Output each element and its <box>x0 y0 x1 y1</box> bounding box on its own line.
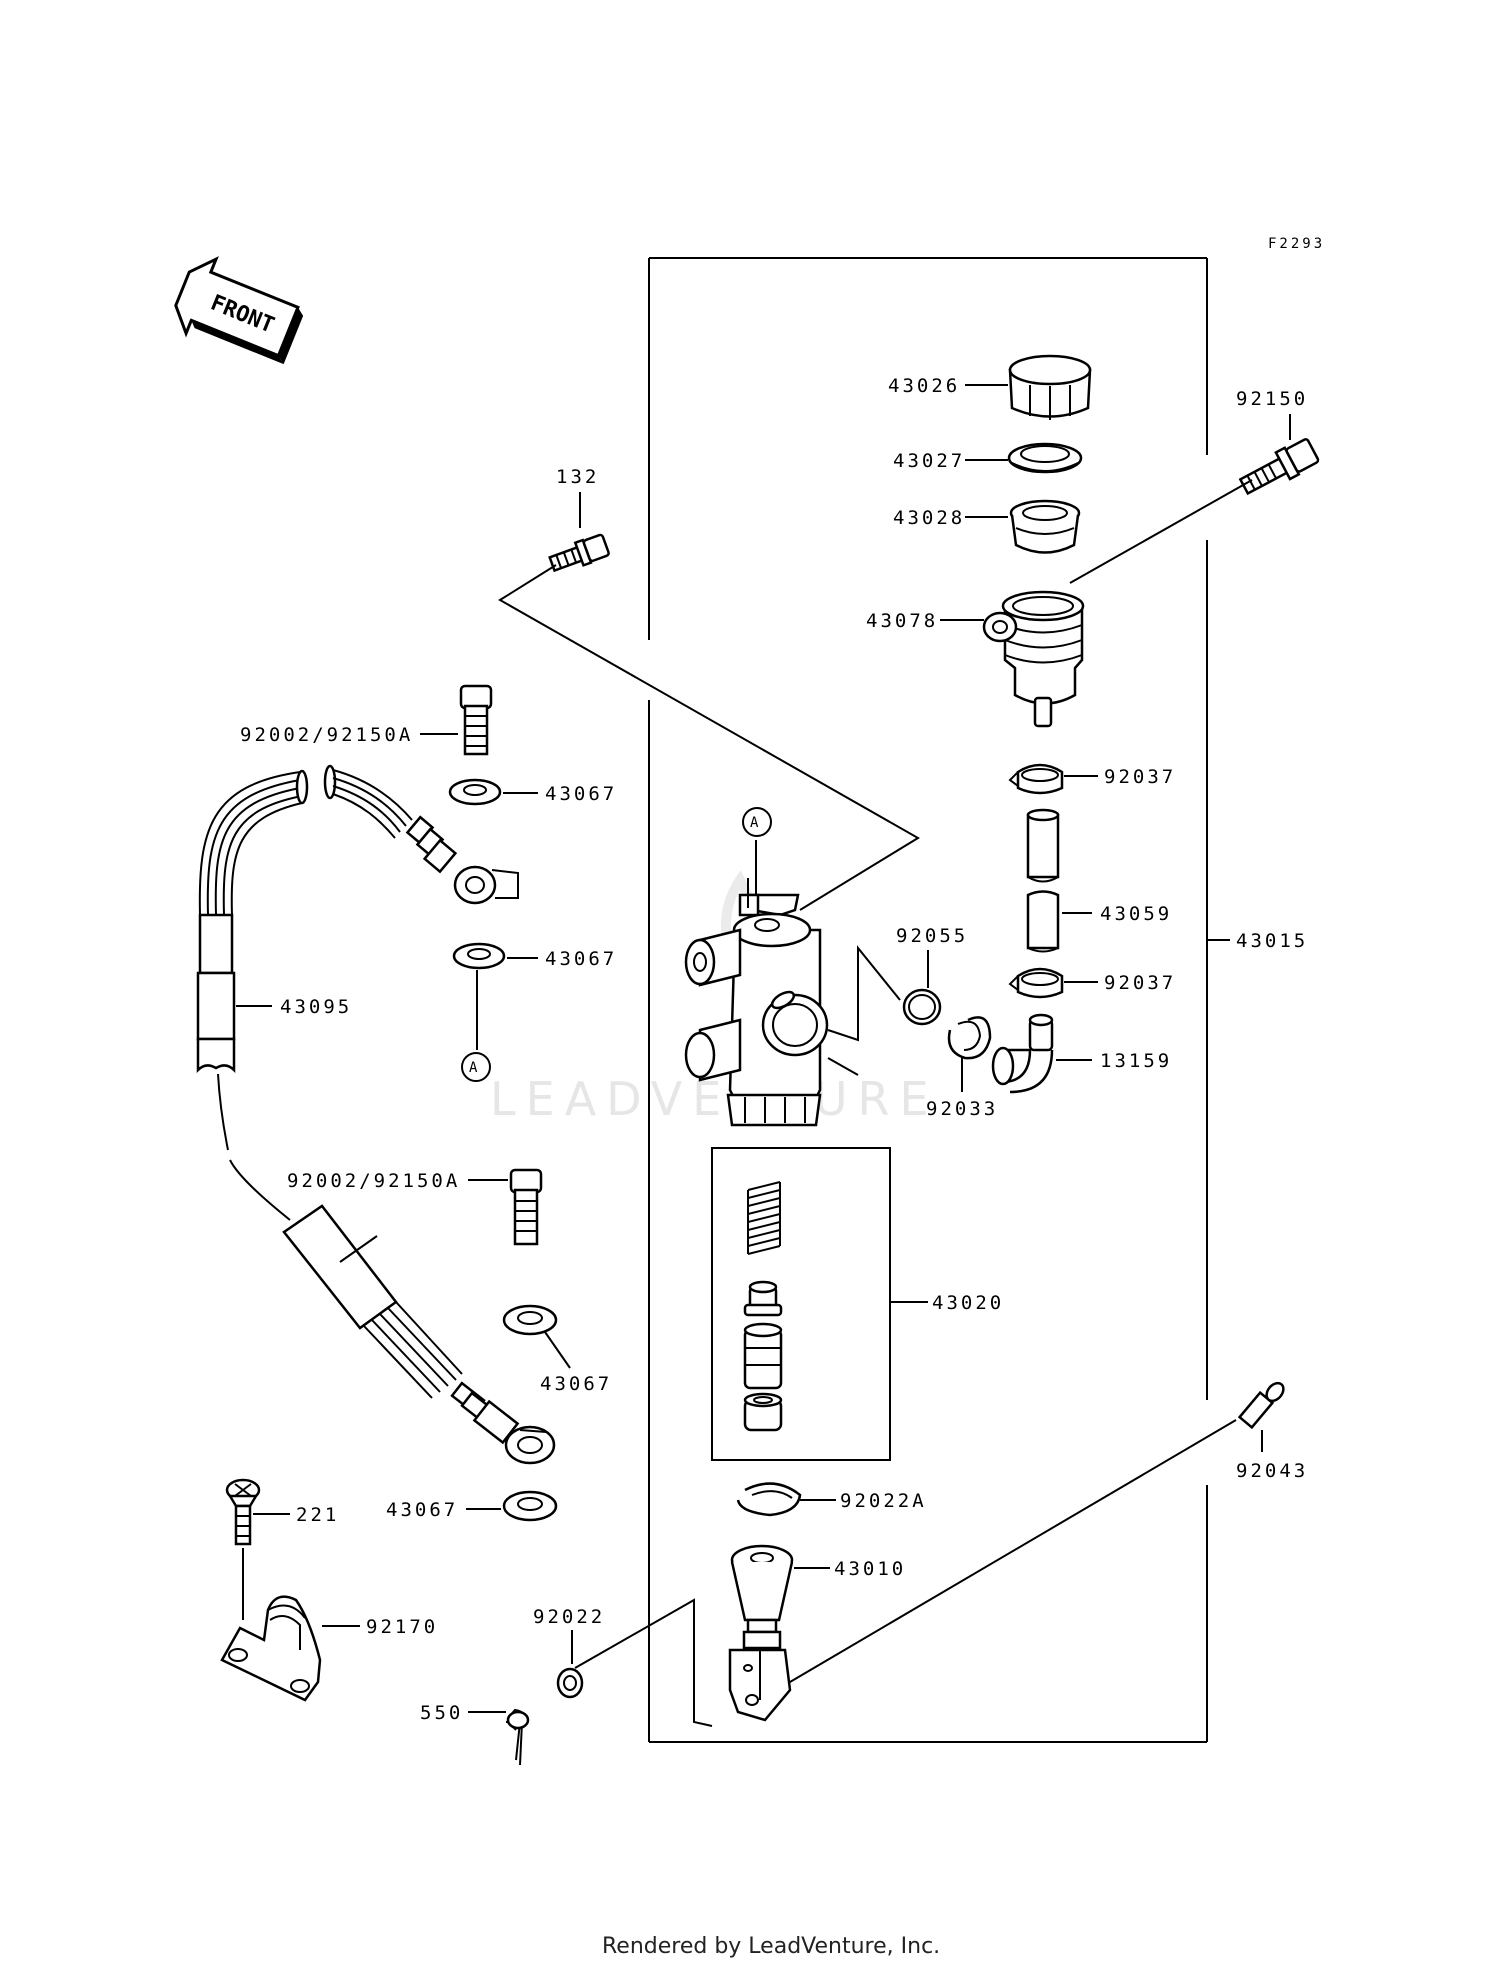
reservoir-43078 <box>982 590 1085 728</box>
bolt-92150 <box>1238 438 1320 496</box>
washer-92022 <box>556 1667 584 1699</box>
label-43026: 43026 <box>888 375 960 397</box>
washer-43067-c <box>502 1304 558 1336</box>
spring-icon <box>747 1181 781 1255</box>
ref-a-bottom-marker <box>461 1052 491 1082</box>
label-92002-lower: 92002/92150A <box>287 1170 460 1192</box>
banjo-bolt-lower-92002 <box>509 1168 543 1246</box>
pin-92043 <box>1237 1381 1285 1430</box>
assembly-bracket-43015 <box>648 257 1208 1743</box>
label-13159: 13159 <box>1100 1050 1172 1072</box>
front-arrow-icon: FRONT <box>174 256 304 365</box>
label-43095: 43095 <box>280 996 352 1018</box>
label-92002-upper: 92002/92150A <box>240 724 413 746</box>
label-92022a: 92022A <box>840 1490 927 1512</box>
label-43078: 43078 <box>866 610 938 632</box>
clamp-92037-b <box>1008 967 1064 999</box>
label-43020: 43020 <box>932 1292 1004 1314</box>
label-92037-b: 92037 <box>1104 972 1176 994</box>
clamp-92037-a <box>1008 763 1064 795</box>
hose-clamp-92170 <box>220 1595 322 1702</box>
hose-43059 <box>1026 890 1060 953</box>
screw-221 <box>225 1478 261 1546</box>
elbow-fitting-13159 <box>991 1013 1054 1094</box>
brake-hose-43095 <box>196 764 519 1074</box>
push-rod-43010 <box>728 1544 794 1722</box>
label-43015: 43015 <box>1236 930 1308 952</box>
brake-hose-lower <box>282 1204 556 1465</box>
footer-credit: Rendered by LeadVenture, Inc. <box>602 1934 940 1959</box>
cup-icon <box>743 1392 783 1432</box>
cotter-pin-550 <box>506 1708 530 1766</box>
label-92022: 92022 <box>533 1606 605 1628</box>
piston-icon <box>743 1322 783 1390</box>
ref-a-top-marker <box>742 807 772 837</box>
piston-kit-box-43020 <box>711 1147 891 1461</box>
label-43010: 43010 <box>834 1558 906 1580</box>
label-43059: 43059 <box>1100 903 1172 925</box>
seal-icon <box>743 1280 783 1317</box>
label-43067-c: 43067 <box>540 1373 612 1395</box>
reservoir-cap-43026 <box>1008 354 1092 420</box>
label-221: 221 <box>296 1504 339 1526</box>
label-92037-a: 92037 <box>1104 766 1176 788</box>
watermark-text: LEADVENTURE <box>490 1072 939 1126</box>
ref-a-bottom: A <box>469 1060 480 1076</box>
bolt-132 <box>548 533 610 573</box>
washer-43067-b <box>452 942 506 970</box>
label-92055: 92055 <box>896 925 968 947</box>
washer-43067-d <box>502 1490 558 1522</box>
ref-a-top: A <box>750 815 761 831</box>
label-43067-d: 43067 <box>386 1499 458 1521</box>
label-92043: 92043 <box>1236 1460 1308 1482</box>
washer-43067-a <box>448 778 502 806</box>
diaphragm-43028 <box>1009 499 1081 554</box>
label-92033: 92033 <box>926 1098 998 1120</box>
diaphragm-plate-43027 <box>1007 442 1083 474</box>
label-550: 550 <box>420 1702 463 1724</box>
label-43067-a: 43067 <box>545 783 617 805</box>
label-132: 132 <box>556 466 599 488</box>
label-92150: 92150 <box>1236 388 1308 410</box>
master-cylinder-body <box>684 878 829 1127</box>
label-43027: 43027 <box>893 450 965 472</box>
label-43067-b: 43067 <box>545 948 617 970</box>
label-92170: 92170 <box>366 1616 438 1638</box>
circlip-92022a <box>736 1482 802 1517</box>
banjo-bolt-upper-92002 <box>459 684 493 756</box>
circlip-92033 <box>947 1016 992 1060</box>
ref-code: F2293 <box>1268 236 1325 252</box>
label-43028: 43028 <box>893 507 965 529</box>
hose-segment-upper <box>1026 808 1060 883</box>
